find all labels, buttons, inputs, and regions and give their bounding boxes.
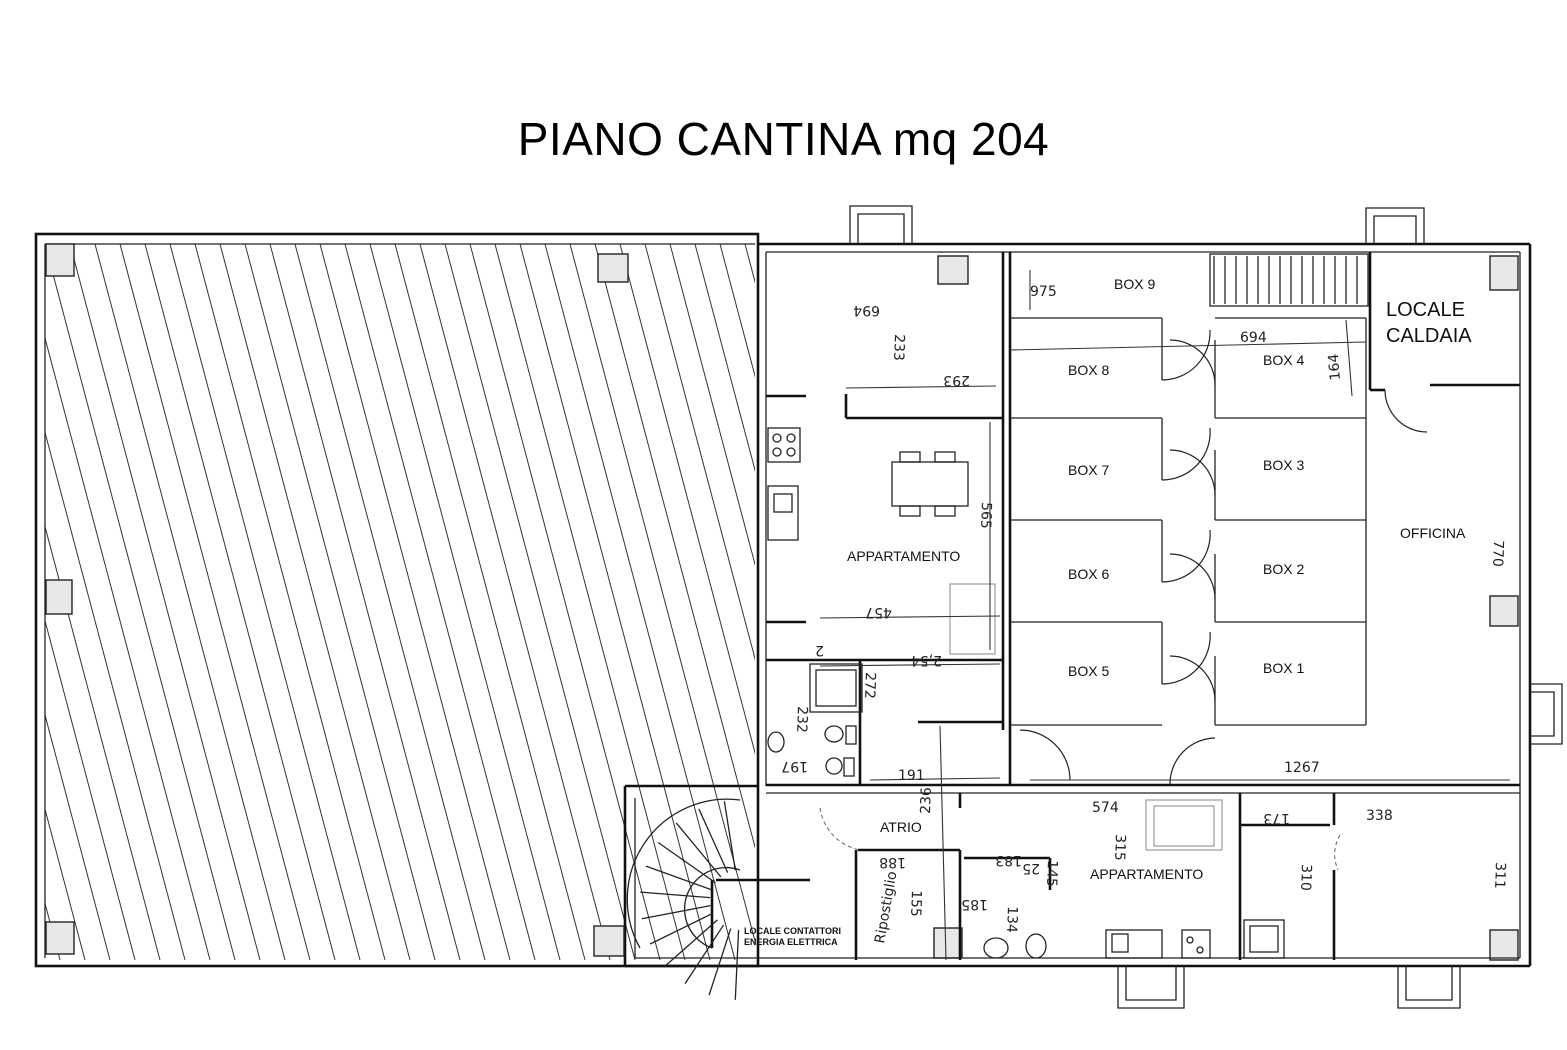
label-box-5: BOX 5 (1068, 663, 1109, 679)
room-labels: BOX 9 BOX 8 BOX 4 BOX 7 BOX 3 BOX 6 BOX … (744, 276, 1472, 947)
dim-232: 232 (793, 706, 810, 733)
label-box-2: BOX 2 (1263, 561, 1304, 577)
plan-title: PIANO CANTINA mq 204 (517, 113, 1050, 165)
label-locale-caldaia-line1: LOCALE (1386, 299, 1465, 321)
dimension-lines (819, 270, 1510, 961)
label-box-1: BOX 1 (1263, 660, 1304, 676)
dim-694b: 694 (853, 302, 880, 318)
label-box-6: BOX 6 (1068, 566, 1109, 582)
dim-236: 236 (918, 787, 935, 814)
label-officina: OFFICINA (1400, 525, 1466, 541)
dim-185: 185 (961, 896, 988, 912)
label-appartamento-lower: APPARTAMENTO (1090, 866, 1203, 882)
dimension-labels: 975 694 164 770 1267 191 574 338 173 311… (781, 284, 1508, 933)
dim-457: 457 (865, 604, 892, 620)
label-box-8: BOX 8 (1068, 362, 1109, 378)
dim-293: 293 (943, 372, 970, 388)
dim-315: 315 (1111, 834, 1128, 861)
dim-2: 2 (815, 642, 824, 658)
dim-145: 145 (1043, 860, 1060, 887)
dim-694: 694 (1240, 330, 1267, 346)
dim-975: 975 (1030, 284, 1057, 300)
stairs-top (1213, 256, 1358, 304)
label-locale-caldaia-line2: CALDAIA (1386, 325, 1472, 347)
dim-338: 338 (1366, 808, 1393, 824)
spiral-staircase (626, 798, 741, 1000)
label-locale-contattori-line1: LOCALE CONTATTORI (744, 926, 841, 936)
dim-233: 233 (890, 334, 907, 361)
dim-311: 311 (1491, 862, 1508, 889)
dim-173: 173 (1263, 810, 1290, 826)
hatched-area (45, 244, 755, 960)
dim-183: 183 (995, 852, 1022, 868)
dim-155: 155 (907, 890, 924, 917)
label-box-4: BOX 4 (1263, 352, 1304, 368)
label-box-7: BOX 7 (1068, 462, 1109, 478)
dim-1267: 1267 (1284, 760, 1320, 776)
pillars (45, 243, 1519, 961)
light-wells (849, 205, 1563, 1009)
dim-272: 272 (861, 672, 878, 699)
label-box-9: BOX 9 (1114, 276, 1155, 292)
dim-25: 25 (1022, 860, 1040, 876)
dim-770: 770 (1489, 540, 1506, 567)
doors (819, 329, 1428, 871)
dim-191: 191 (898, 768, 925, 784)
label-atrio: ATRIO (880, 819, 922, 835)
dim-574: 574 (1092, 800, 1119, 816)
label-box-3: BOX 3 (1263, 457, 1304, 473)
interior-walls (634, 252, 1520, 960)
furniture (767, 427, 1285, 959)
dim-310: 310 (1297, 864, 1314, 891)
dim-188: 188 (879, 854, 906, 870)
dim-254: 2,54 (911, 652, 942, 668)
dim-197: 197 (781, 758, 808, 774)
dim-134: 134 (1003, 906, 1020, 933)
dim-164: 164 (1326, 353, 1344, 381)
label-appartamento-upper: APPARTAMENTO (847, 548, 960, 564)
label-ripostiglio: Ripostiglio (872, 870, 900, 945)
label-locale-contattori-line2: ENERGIA ELETTRICA (744, 937, 838, 947)
outer-walls (34, 232, 1532, 968)
dim-565: 565 (977, 502, 994, 529)
